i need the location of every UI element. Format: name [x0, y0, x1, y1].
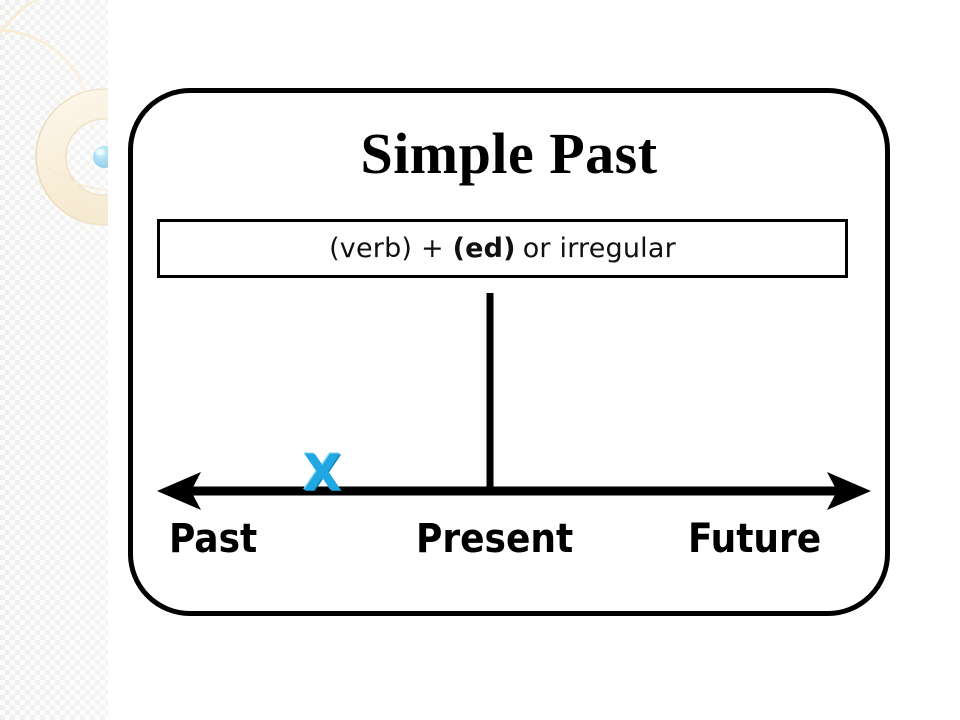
content-card: Simple Past (verb) + (ed)or irregular X … [128, 88, 890, 616]
timeline-label-present: Present [416, 516, 574, 562]
timeline-label-past: Past [169, 516, 258, 562]
past-time-marker: X [303, 444, 342, 502]
formula-text: (verb) + (ed)or irregular [329, 233, 676, 264]
timeline-label-future: Future [688, 516, 822, 562]
sphere-highlight [95, 148, 105, 156]
formula-box: (verb) + (ed)or irregular [157, 219, 848, 278]
decorative-sidebar [0, 0, 108, 720]
page-title: Simple Past [360, 121, 658, 186]
timeline-left-arrowhead [157, 472, 201, 510]
timeline-graphic [157, 293, 871, 510]
formula-suffix: or irregular [522, 233, 676, 264]
formula-bold-part: (ed) [452, 233, 516, 264]
formula-prefix: (verb) + [329, 233, 453, 264]
timeline-right-arrowhead [827, 472, 871, 510]
sidebar-ornament-graphic [0, 0, 108, 226]
